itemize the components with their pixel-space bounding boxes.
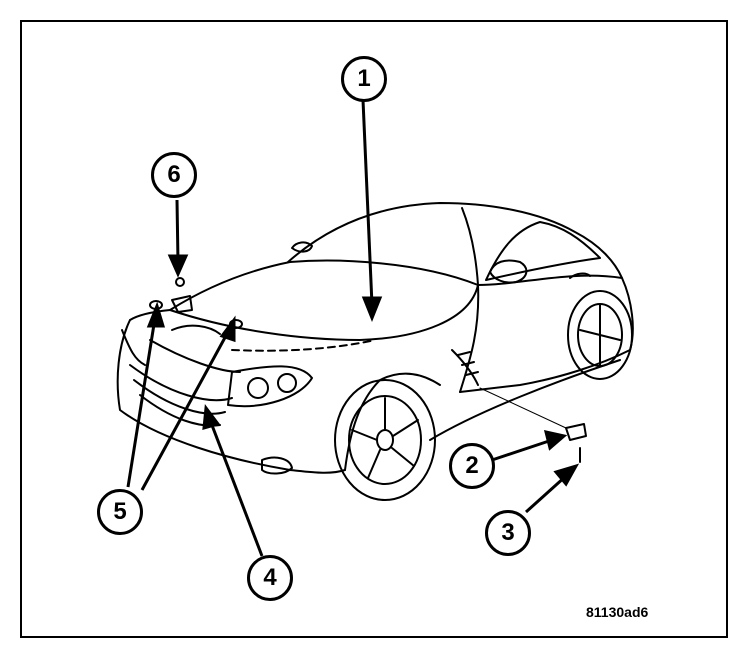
front-fascia (116, 319, 346, 474)
arrow-5b (140, 331, 230, 491)
car-side-window (485, 221, 601, 281)
front-wheel (334, 379, 436, 501)
callout-3: 3 (485, 510, 531, 556)
callout-5: 5 (97, 489, 143, 535)
door-handle (569, 272, 591, 279)
arrow-3 (524, 474, 568, 514)
latch-part (565, 423, 587, 441)
rear-wheel (567, 290, 633, 380)
arrow-2 (491, 438, 553, 462)
hood-seam (231, 339, 376, 352)
arrow-5a (126, 317, 157, 488)
car-hood (169, 261, 479, 341)
hood-latch-bracket (171, 295, 193, 313)
side-mirror (489, 259, 528, 284)
fog-light (261, 456, 293, 475)
release-cable (171, 324, 221, 335)
callout-6: 6 (151, 152, 197, 198)
arrow-1 (361, 99, 374, 306)
figure-code: 81130ad6 (586, 604, 649, 620)
car-roof (287, 202, 623, 279)
car-body-side (459, 274, 634, 393)
car-windshield (289, 207, 479, 286)
arrow-6 (175, 199, 180, 263)
arrow-4 (208, 419, 264, 557)
headlight-left (121, 329, 146, 366)
headlight-right (227, 365, 313, 408)
car-rocker (429, 359, 621, 441)
callout-2: 2 (449, 443, 495, 489)
side-vent (451, 349, 479, 386)
leader-line (479, 387, 567, 429)
callout-4: 4 (247, 555, 293, 601)
side-mirror-left (291, 241, 313, 253)
figure-frame (20, 20, 728, 638)
callout-1: 1 (341, 56, 387, 102)
push-pin-fastener (175, 277, 185, 287)
